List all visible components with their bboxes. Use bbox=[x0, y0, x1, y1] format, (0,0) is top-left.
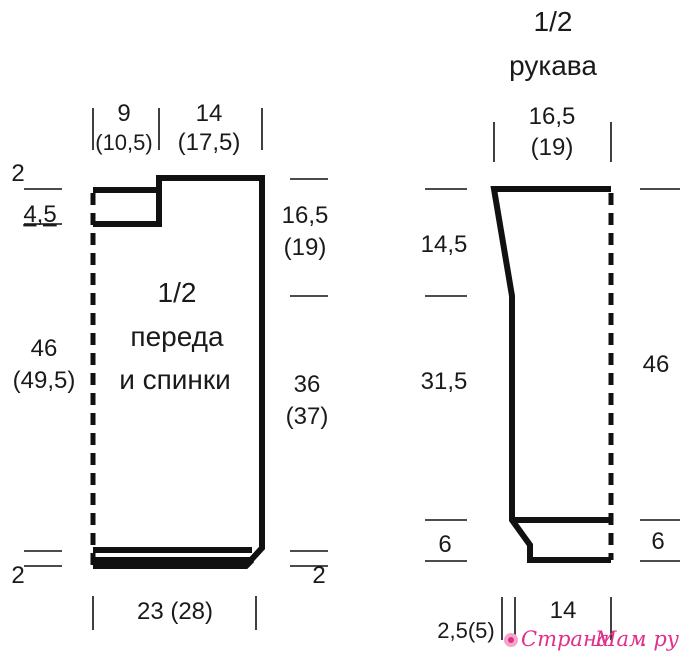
sleeve-left-cap: 14,5 bbox=[421, 231, 468, 258]
left-4-5: 4,5 bbox=[23, 201, 56, 228]
bottom-width: 23 (28) bbox=[137, 598, 213, 625]
top-left-width-alt: (10,5) bbox=[95, 130, 152, 155]
sleeve-title-line1: 1/2 bbox=[534, 6, 573, 37]
watermark: Страна Мам . ру bbox=[504, 627, 680, 651]
body-outline-right bbox=[93, 175, 265, 563]
sleeve-title-line2: рукава bbox=[509, 50, 597, 81]
left-height-alt: (49,5) bbox=[13, 367, 76, 394]
watermark-text-a: Страна bbox=[521, 627, 609, 651]
left-top-2: 2 bbox=[11, 160, 24, 187]
right-side-alt: (37) bbox=[286, 403, 329, 430]
body-outline bbox=[93, 187, 162, 227]
left-height: 46 bbox=[31, 335, 58, 362]
body-title-line3: и спинки bbox=[119, 364, 231, 395]
sleeve-bottom-width: 14 bbox=[550, 597, 577, 624]
right-side: 36 bbox=[294, 371, 321, 398]
sleeve-right-cuff: 6 bbox=[651, 528, 664, 555]
top-right-width: 14 bbox=[196, 100, 223, 127]
watermark-text-c: . ру bbox=[640, 627, 680, 651]
body-hem-bottom bbox=[93, 557, 255, 569]
sleeve-outline bbox=[490, 186, 611, 563]
sleeve-top-width: 16,5 bbox=[529, 103, 576, 130]
body-piece: 1/2 переда и спинки 9 (10,5) 14 (17,5) 2… bbox=[11, 100, 328, 630]
sleeve-piece: 1/2 рукава 16,5 (19) 14,5 31,5 6 46 6 2,… bbox=[421, 6, 680, 643]
body-title-line1: 1/2 bbox=[158, 277, 197, 308]
sleeve-left-cuff: 6 bbox=[438, 531, 451, 558]
right-armhole: 16,5 bbox=[282, 202, 329, 229]
sleeve-left-main: 31,5 bbox=[421, 368, 468, 395]
right-armhole-alt: (19) bbox=[284, 234, 327, 261]
left-bottom-2: 2 bbox=[11, 562, 24, 589]
watermark-text-b: Мам bbox=[594, 627, 646, 651]
sleeve-right-height: 46 bbox=[643, 351, 670, 378]
right-bottom-2: 2 bbox=[312, 562, 325, 589]
sleeve-top-width-alt: (19) bbox=[531, 134, 574, 161]
body-title-line2: переда bbox=[130, 321, 224, 352]
sleeve-bottom-small: 2,5(5) bbox=[437, 618, 494, 643]
watermark-logo-icon bbox=[504, 633, 518, 647]
top-right-width-alt: (17,5) bbox=[178, 129, 241, 156]
top-left-width: 9 bbox=[117, 100, 130, 127]
